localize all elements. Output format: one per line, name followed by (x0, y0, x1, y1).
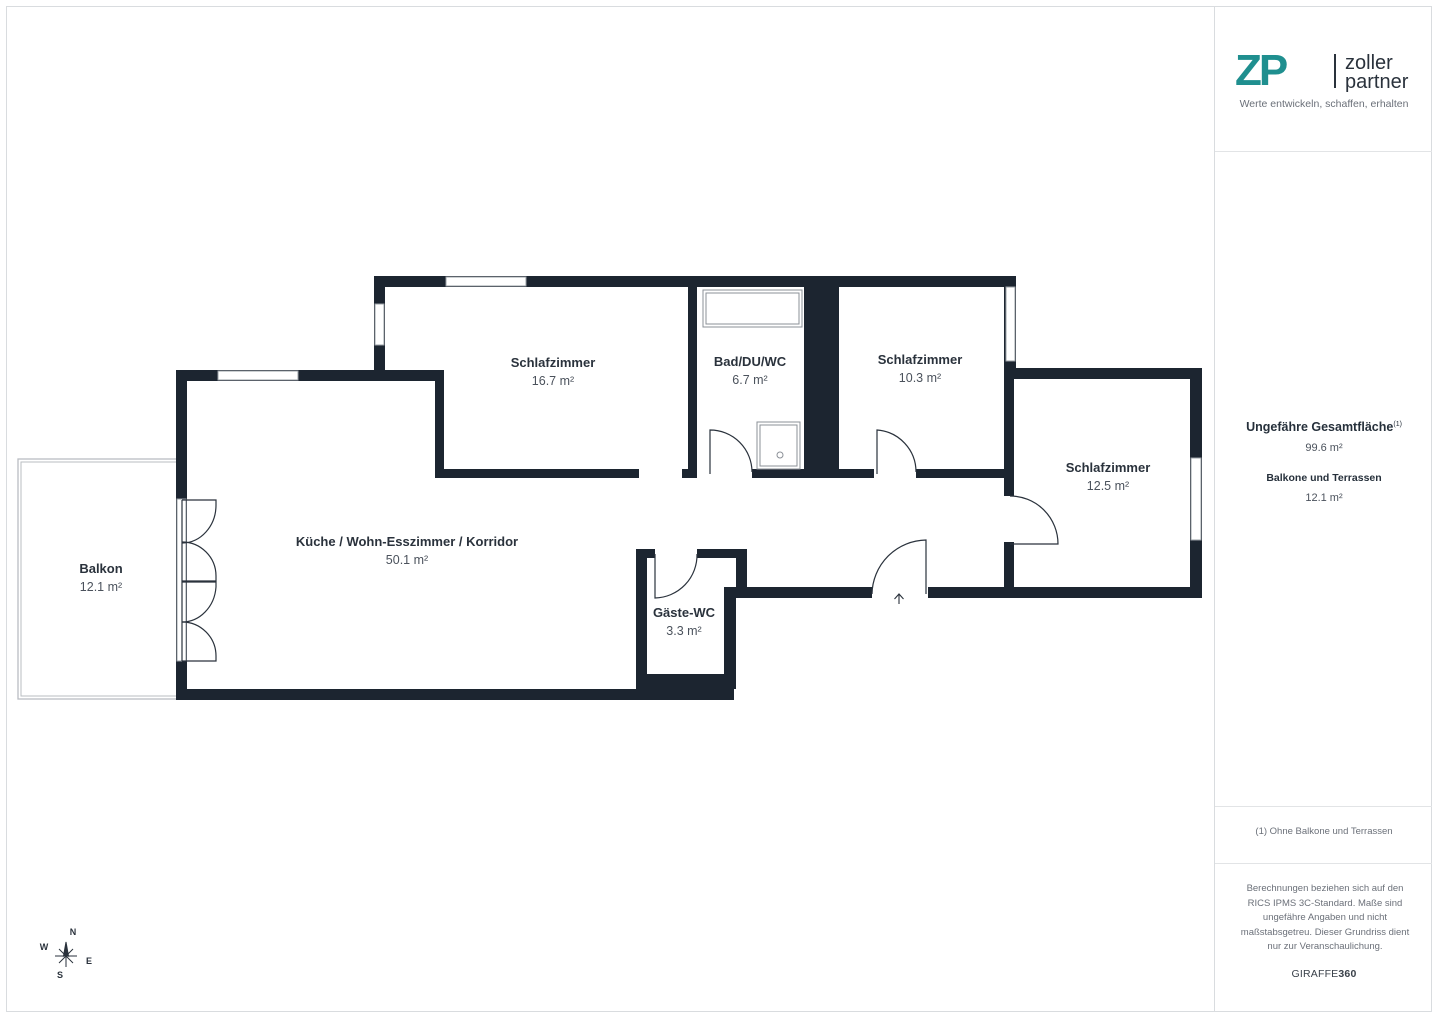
divider (1215, 151, 1432, 152)
logo-word-partner: partner (1345, 71, 1409, 93)
room-name-kueche: Küche / Wohn-Esszimmer / Korridor (296, 534, 518, 549)
compass-icon: N E S W (40, 927, 92, 980)
total-area-marker: (1) (1393, 420, 1402, 428)
room-area-balkon: 12.1 m² (80, 580, 122, 594)
room-area-schlafzimmer-2: 10.3 m² (899, 371, 941, 385)
divider (1215, 863, 1432, 864)
room-name-balkon: Balkon (79, 561, 122, 576)
disclaimer: Berechnungen beziehen sich auf den RICS … (1240, 883, 1410, 952)
compass-e: E (86, 956, 92, 966)
total-area-value: 99.6 m² (1305, 442, 1343, 454)
room-area-gaeste-wc: 3.3 m² (666, 624, 701, 638)
provider-brand: GIRAFFE360 (1291, 968, 1357, 980)
total-area-label: Ungefähre Gesamtfläche(1) (1246, 420, 1402, 434)
footnote: (1) Ohne Balkone und Terrassen (1255, 826, 1393, 837)
info-sidebar: ZP zoller partner Werte entwickeln, scha… (1214, 6, 1432, 1012)
room-name-gaeste-wc: Gäste-WC (653, 605, 716, 620)
room-area-bad: 6.7 m² (732, 373, 767, 387)
room-labels: Balkon 12.1 m² Küche / Wohn-Esszimmer / … (79, 352, 1150, 638)
compass-n: N (70, 927, 77, 937)
balcony-area-value: 12.1 m² (1305, 492, 1343, 504)
logo-mark: ZP (1235, 50, 1287, 94)
room-name-bad: Bad/DU/WC (714, 354, 787, 369)
room-area-schlafzimmer-1: 16.7 m² (532, 374, 574, 388)
room-area-kueche: 50.1 m² (386, 553, 428, 567)
bath-fixtures (702, 289, 803, 470)
compass-s: S (57, 970, 63, 980)
brand-logo: ZP zoller partner (1235, 46, 1425, 95)
door-swings (181, 429, 1059, 662)
compass-w: W (40, 942, 49, 952)
entrance-arrow-icon (894, 593, 904, 604)
balcony-area-label: Balkone und Terrassen (1266, 472, 1382, 484)
logo-word-zoller: zoller (1345, 52, 1393, 74)
balcony-outline (17, 458, 179, 700)
floor-plan: Balkon 12.1 m² Küche / Wohn-Esszimmer / … (17, 276, 1202, 980)
page-frame (6, 6, 1432, 1012)
divider (1215, 806, 1432, 807)
walls (176, 276, 1202, 700)
brand-tagline: Werte entwickeln, schaffen, erhalten (1239, 98, 1409, 110)
room-name-schlafzimmer-2: Schlafzimmer (878, 352, 963, 367)
room-name-schlafzimmer-1: Schlafzimmer (511, 355, 596, 370)
area-summary: Ungefähre Gesamtfläche(1) 99.6 m² Balkon… (1215, 420, 1433, 504)
room-name-schlafzimmer-3: Schlafzimmer (1066, 460, 1151, 475)
room-area-schlafzimmer-3: 12.5 m² (1087, 479, 1129, 493)
